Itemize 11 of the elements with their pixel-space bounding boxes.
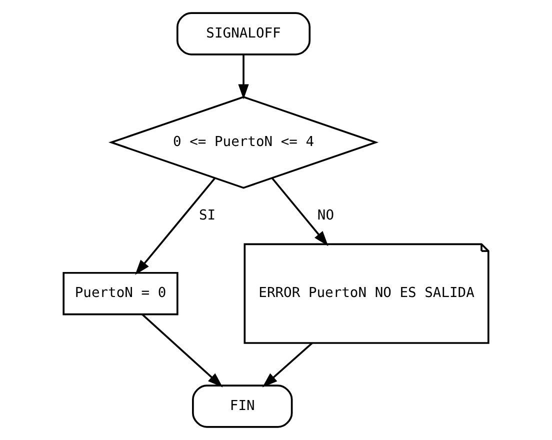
arrow (262, 342, 313, 388)
arrow (142, 314, 223, 388)
edge-label: SI (199, 208, 216, 224)
arrow (135, 178, 216, 275)
node-diamond: 0 <= PuertoN <= 4 (108, 96, 379, 189)
arrow (271, 178, 328, 246)
node-box: FIN (192, 384, 293, 428)
node-box: SIGNALOFF (176, 12, 311, 56)
arrow (238, 54, 249, 100)
node-box: PuertoN = 0 (62, 272, 178, 316)
edge-label: NO (317, 208, 334, 224)
